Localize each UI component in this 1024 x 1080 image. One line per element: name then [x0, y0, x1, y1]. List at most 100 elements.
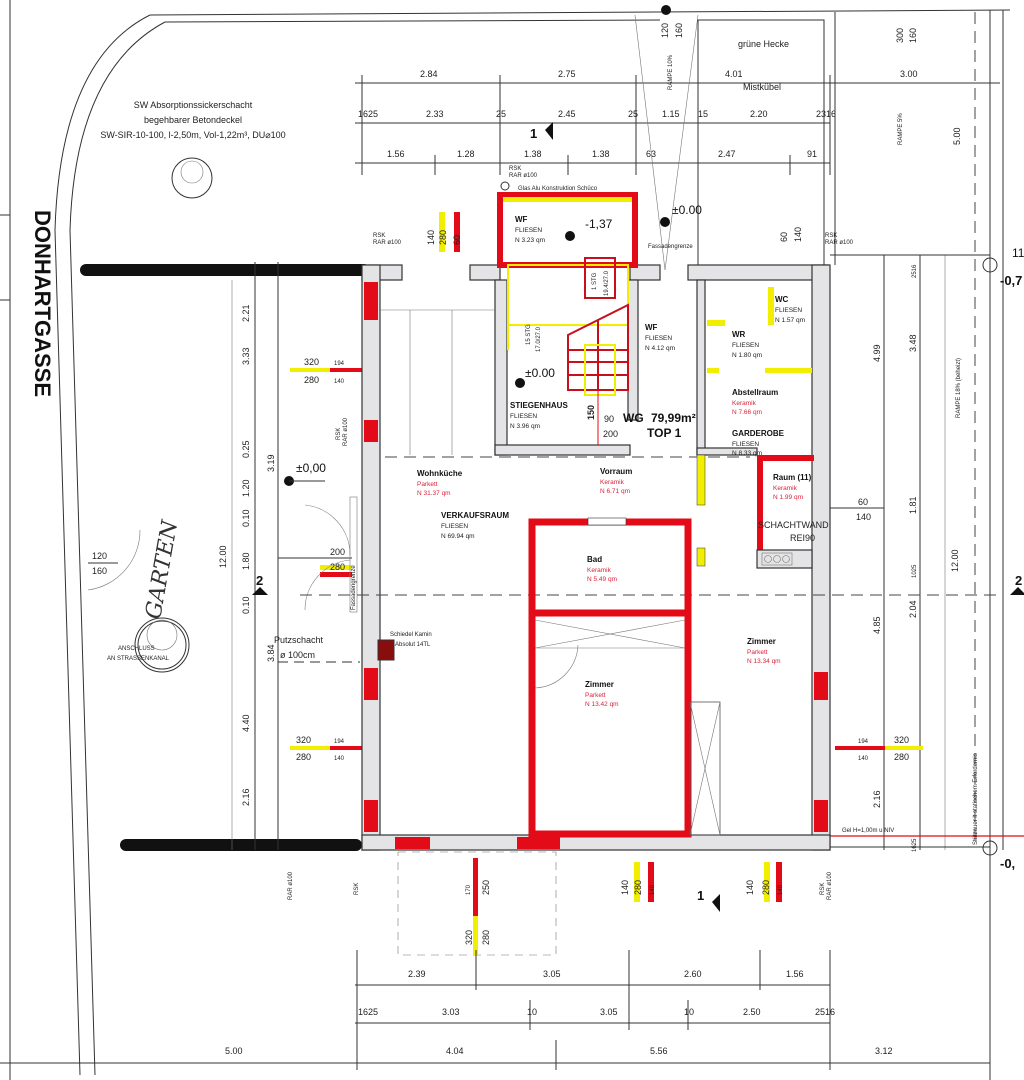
label-stairs-main_count: 15 STG: [526, 324, 532, 345]
label-rooms-13-area: N 13.34 qm: [747, 658, 781, 665]
label-dims-right_window-1: 140: [856, 512, 871, 522]
label-rooms-11-area: N 1.99 qm: [773, 494, 803, 501]
label-outdoor-facade_limit: Fassadengrenze: [648, 244, 693, 250]
label-dims-window_bottom_b-1: 280: [633, 880, 643, 895]
label-dims-window_left-0: 320: [304, 357, 319, 367]
label-levels-right_top: -0,7: [1000, 273, 1022, 288]
label-outdoor-chimney-1: Absolut 14TL: [395, 642, 431, 648]
label-dims-bottom2-3: 3.05: [600, 1007, 618, 1017]
window-tag-bottom-entry: 170 250 320 280: [397, 851, 557, 956]
railing: Gel H=1,00m u NIV: [820, 828, 1024, 837]
label-rooms-10-name: Bad: [587, 555, 602, 564]
window-tag-bottom-right: 140 280 140: [745, 862, 784, 902]
wc-fixtures: [707, 287, 812, 373]
page-edge: [0, 0, 11, 1080]
label-rooms-10-floor: Keramik: [587, 567, 612, 574]
label-dims-top3-6: 91: [807, 149, 817, 159]
label-rooms-4-name: WR: [732, 330, 746, 339]
label-dims-bottom2-0: 1625: [358, 1007, 378, 1017]
label-rooms-11-floor: Keramik: [773, 485, 798, 492]
label-dims-left-0: 2.21: [241, 304, 251, 322]
label-rooms-12-area: N 13.42 qm: [585, 701, 619, 708]
section-marker-2-left: 2: [252, 573, 268, 595]
fence-bottom: [120, 839, 362, 851]
label-rooms-5-floor: Keramik: [732, 400, 757, 407]
label-sections-two: 2: [1015, 573, 1022, 588]
label-rooms-0-area: N 3.23 qm: [515, 237, 545, 244]
label-street-connection-0: ANSCHLUSS: [118, 646, 155, 652]
label-apartment-unit: TOP 1: [647, 426, 682, 440]
label-rooms-1-floor: FLIESEN: [510, 413, 537, 420]
label-stairs-top_count: 1 STG: [592, 272, 598, 290]
label-stairs-main_ratio: 17.0/27.0: [536, 326, 542, 352]
label-dims-window_left-0: 320: [296, 735, 311, 745]
garden-gate: 120 160: [87, 529, 141, 591]
label-rooms-3-name: WC: [775, 295, 789, 304]
label-dims-window_left-3: 140: [334, 756, 345, 762]
label-dims-top3-1: 1.28: [457, 149, 475, 159]
chimney: Schiedel Kamin Absolut 14TL: [377, 632, 432, 661]
label-rooms-2-floor: FLIESEN: [645, 335, 672, 342]
bottom-dimensions: 2.39 3.05 2.60 1.56 1625 3.03 10 3.05 10…: [0, 950, 990, 1070]
label-dims-window_bottom_b-2: 140: [778, 884, 784, 895]
label-dims-left-7: 0.10: [241, 596, 251, 614]
label-seepage_shaft-1: begehbarer Betondeckel: [144, 115, 242, 125]
label-outdoor-ramp_18: RAMPE 18% (beheizt): [956, 358, 962, 418]
label-rooms-7-floor: Parkett: [417, 481, 438, 488]
cleanout-shaft: Putzschacht ø 100cm: [274, 635, 360, 663]
label-rooms-9-name: VERKAUFSRAUM: [441, 511, 509, 520]
label-outdoor-downpipe-0: RSK: [820, 883, 826, 895]
label-dims-window_bottom_a-1: 250: [481, 880, 491, 895]
apartment-label: 90 200 WG 79,99m² TOP 1: [603, 411, 696, 440]
label-dims-window_top_left-0: 140: [426, 230, 436, 245]
label-dims-right-7: 2.16: [872, 790, 882, 808]
label-rooms-9-floor: FLIESEN: [441, 523, 468, 530]
label-dims-bottom2-4: 10: [684, 1007, 694, 1017]
shaft-circle-icon: [171, 157, 213, 199]
label-stairs-run: 150: [586, 405, 596, 420]
label-outdoor-downpipe-0: RSK: [825, 233, 837, 239]
label-dims-window_left-2: 280: [296, 752, 311, 762]
label-dims-top2-1: 2.33: [426, 109, 444, 119]
label-rooms-6-area: N 8.33 qm: [732, 450, 762, 457]
label-outdoor-downpipe-1: RAR ø100: [343, 417, 349, 446]
staircase: 15 STG 17.0/27.0 1 STG 19.4/27.0 150 ±0.…: [507, 257, 629, 445]
label-dims-window_bottom_b-0: 140: [620, 880, 630, 895]
label-dims-left-5: 0.10: [241, 509, 251, 527]
label-dims-right-4: 1025: [912, 564, 918, 578]
label-seepage_shaft-2: SW-SIR-10-100, l-2,50m, Vol-1,22m³, DU⌀1…: [100, 130, 285, 140]
label-dims-window_right-0: 194: [858, 739, 869, 745]
label-rooms-6-name: GARDEROBE: [732, 429, 785, 438]
label-rooms-7-area: N 31.37 qm: [417, 490, 451, 497]
label-dims-right-3: 1.81: [908, 496, 918, 514]
label-outdoor-retaining_wall: Stützauer lt statischem Erfordernis: [973, 753, 979, 845]
window-tag-left-lower: 320 194 280 140: [290, 735, 366, 762]
top-dimensions: 2.84 2.75 4.01 3.00 1625 2.33 25 2.45 25…: [355, 69, 1000, 175]
label-street-connection-1: AN STRASSENKANAL: [107, 656, 170, 662]
label-levels-entry_top: ±0.00: [672, 203, 702, 217]
label-dims-window_left-1: 194: [334, 361, 345, 367]
label-levels-stair: ±0.00: [525, 366, 555, 380]
label-dims-window_right-1: 320: [894, 735, 909, 745]
label-rooms-12-name: Zimmer: [585, 680, 614, 689]
label-dims-bottom2-5: 2.50: [743, 1007, 761, 1017]
label-dims-window_left-2: 280: [304, 375, 319, 385]
label-dims-window_left-1: 194: [334, 739, 345, 745]
terrace-door: 200 280 Fassadengrenze: [278, 496, 358, 613]
fence-top: [80, 264, 370, 276]
label-outdoor-downpipe-0: RSK: [509, 166, 521, 172]
label-rooms-8-area: N 6.71 qm: [600, 488, 630, 495]
label-dims-window_top_right-1: 140: [793, 227, 803, 242]
window-tag-top-left: 140 280 60: [426, 212, 462, 252]
ramp-right: 300 160 RAMPE 5% 5.00 RAMPE 18% (beheizt…: [834, 10, 1004, 1080]
label-dims-bottom2-6: 2516: [815, 1007, 835, 1017]
label-sections-one: 1: [697, 888, 704, 903]
